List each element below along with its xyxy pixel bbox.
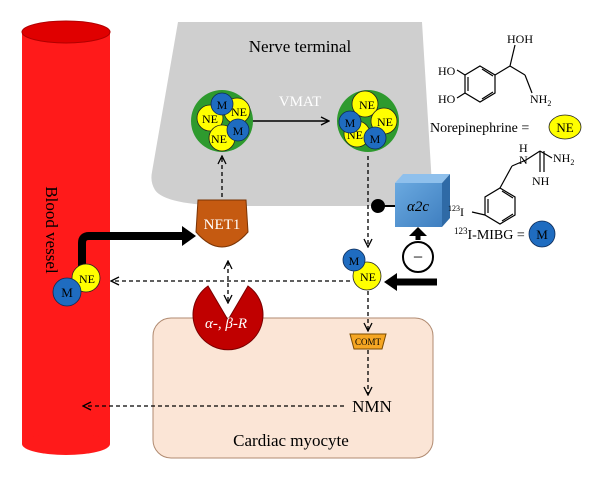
norepinephrine-legend-symbol [548, 114, 582, 140]
comt-enzyme: COMT [349, 333, 387, 350]
mibg-legend-label: 123I-MIBG = [454, 226, 525, 243]
net1-label: NET1 [204, 217, 241, 233]
inhibition-sign-label: − [413, 247, 423, 267]
released-molecules: NE M [342, 248, 382, 291]
alpha2c-inhibitor-knob [371, 199, 385, 213]
svg-text:M: M [217, 98, 228, 112]
vesicle-left-m-1: M [210, 92, 234, 116]
svg-text:M: M [370, 132, 381, 146]
vesicle-left: NE NE NE M M [191, 90, 253, 152]
svg-text:M: M [349, 254, 360, 268]
svg-text:M: M [61, 285, 73, 300]
mibg-structure-iodine: 123I [448, 204, 464, 219]
mibg-structure-n-top: N [519, 153, 528, 167]
ne-structure-oh-top: HOH [507, 32, 533, 46]
net1-transporter: NET1 [195, 199, 249, 248]
nerve-terminal-label: Nerve terminal [249, 37, 352, 56]
cardiac-myocyte-label: Cardiac myocyte [233, 431, 349, 450]
mibg-structure-nh: NH [532, 174, 550, 188]
feedback-arrow-up-head [409, 227, 427, 236]
vmat-label: VMAT [279, 94, 322, 110]
vessel-m: M [52, 277, 82, 307]
svg-text:NE: NE [360, 270, 376, 284]
ne-structure-ho-top: HO [438, 64, 456, 78]
comt-label: COMT [355, 337, 382, 347]
released-m: M [342, 248, 366, 272]
blood-vessel: Blood vessel [21, 20, 111, 455]
alpha2c-label: α2c [407, 199, 429, 215]
alpha-beta-receptor: α-, β-R [192, 285, 264, 351]
cardiac-myocyte-shape [152, 317, 434, 459]
vesicle-right: NE NE NE M M [337, 90, 399, 152]
vesicle-left-m-2: M [226, 118, 250, 142]
receptor-label: α-, β-R [205, 316, 247, 332]
alpha2c-receptor: α2c [395, 174, 450, 227]
uptake-arrow-head [182, 226, 196, 246]
vessel-molecules: NE M [52, 263, 101, 307]
svg-text:NE: NE [79, 272, 95, 286]
inhibition-sign: − [402, 241, 434, 273]
vesicle-right-m-1: M [338, 110, 362, 134]
svg-text:M: M [345, 116, 356, 130]
mibg-structure [471, 150, 553, 225]
norepinephrine-structure [456, 44, 533, 103]
svg-text:M: M [233, 124, 244, 138]
nmn-label: NMN [352, 397, 392, 416]
svg-text:NE: NE [211, 132, 227, 146]
mibg-legend-symbol [528, 220, 556, 248]
vesicle-right-ne-1: NE [351, 90, 379, 118]
svg-text:NE: NE [377, 115, 393, 129]
ne-structure-ho-bottom: HO [438, 92, 456, 106]
svg-text:NE: NE [231, 105, 247, 119]
uptake-arrow [78, 232, 184, 268]
svg-text:NE: NE [202, 112, 218, 126]
mibg-legend-symbol-text: M [536, 227, 548, 242]
vesicle-right-m-2: M [363, 126, 387, 150]
norepinephrine-legend-label: Norepinephrine = [430, 121, 529, 136]
feedback-arrow-to-ne-head [384, 273, 397, 291]
mibg-structure-nh2: NH2 [553, 151, 574, 167]
svg-text:NE: NE [359, 98, 375, 112]
norepinephrine-legend-symbol-text: NE [556, 120, 573, 135]
ne-structure-nh2: NH2 [530, 92, 551, 108]
mibg-structure-nh-top: H [519, 141, 528, 155]
blood-vessel-label: Blood vessel [42, 186, 61, 274]
